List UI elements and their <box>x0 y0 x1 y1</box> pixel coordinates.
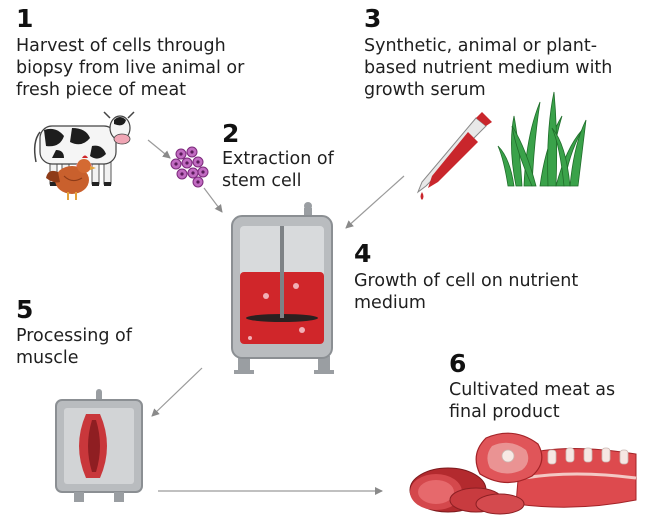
cells-icon <box>171 147 208 187</box>
arrow-tank-to-processing <box>152 368 202 416</box>
arrow-cells-to-tank <box>204 188 222 212</box>
meat-icon <box>410 433 636 514</box>
processing-tank-icon <box>56 389 142 502</box>
grass-icon <box>498 92 586 186</box>
arrow-cow-to-cells <box>148 140 170 158</box>
arrow-pipette-to-tank <box>346 176 404 228</box>
pipette-icon <box>418 112 492 200</box>
bioreactor-icon <box>232 202 334 374</box>
